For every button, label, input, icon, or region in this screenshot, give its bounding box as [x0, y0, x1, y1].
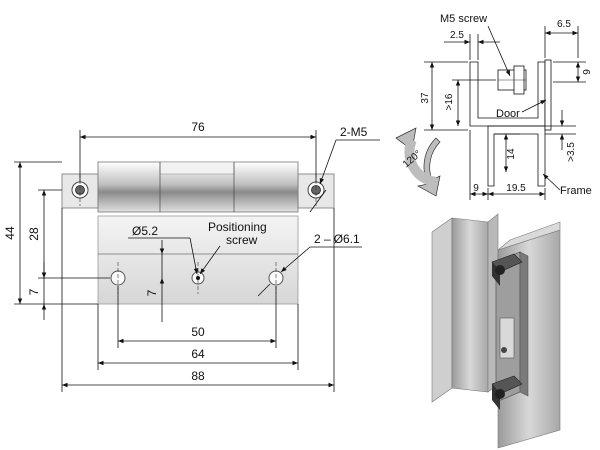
positioning-label-1: Positioning	[208, 220, 267, 234]
dim-64: 64	[191, 347, 205, 361]
dia-symbol: Ø	[132, 224, 141, 238]
rotation-arrow: 120°	[395, 127, 441, 197]
side-view: M5 screw 2.5 6.5 9 37 >16 Door 14	[395, 13, 593, 200]
dim-19-5: 19.5	[506, 183, 526, 194]
dia-value-2: 6.1	[343, 232, 360, 246]
dia-symbol-2: Ø	[334, 232, 343, 246]
frame-label: Frame	[560, 185, 592, 197]
m5-screw-label: M5 screw	[440, 13, 487, 25]
door-plate	[544, 59, 552, 131]
front-view: 76 2-M5 44 28 7 7 Ø5.2 Positioning screw	[3, 120, 380, 392]
positioning-label-2: screw	[226, 233, 258, 247]
dim-28: 28	[27, 227, 41, 241]
dim-88: 88	[191, 369, 205, 383]
dim-9-right: 9	[582, 69, 593, 75]
dim-7-inner: 7	[145, 289, 159, 296]
dia-value: 5.2	[141, 224, 158, 238]
iso-positioning-screw	[501, 347, 507, 353]
dim-50: 50	[191, 325, 205, 339]
dia-5-2-label: Ø5.2	[132, 224, 158, 238]
dim-14: 14	[506, 148, 517, 160]
dim-44: 44	[3, 226, 17, 240]
dim-37: 37	[420, 92, 431, 104]
dim-16: >16	[444, 93, 455, 110]
dim-7-left: 7	[27, 288, 41, 295]
lower-plate	[97, 215, 299, 305]
knuckle-gap	[159, 161, 235, 175]
dim-76: 76	[191, 120, 205, 134]
dim-6-5: 6.5	[557, 19, 571, 30]
dim-2-5: 2.5	[450, 30, 464, 41]
dim-9-bottom: 9	[473, 183, 479, 194]
thread-callout: 2-M5	[340, 125, 368, 139]
frame-panel	[431, 217, 453, 403]
door-label: Door	[496, 108, 520, 120]
dia-prefix: 2 –	[314, 232, 331, 246]
dim-3-5: >3.5	[566, 142, 577, 162]
isometric-view	[431, 213, 561, 449]
dia-6-1-label: 2 –Ø6.1	[314, 232, 360, 246]
